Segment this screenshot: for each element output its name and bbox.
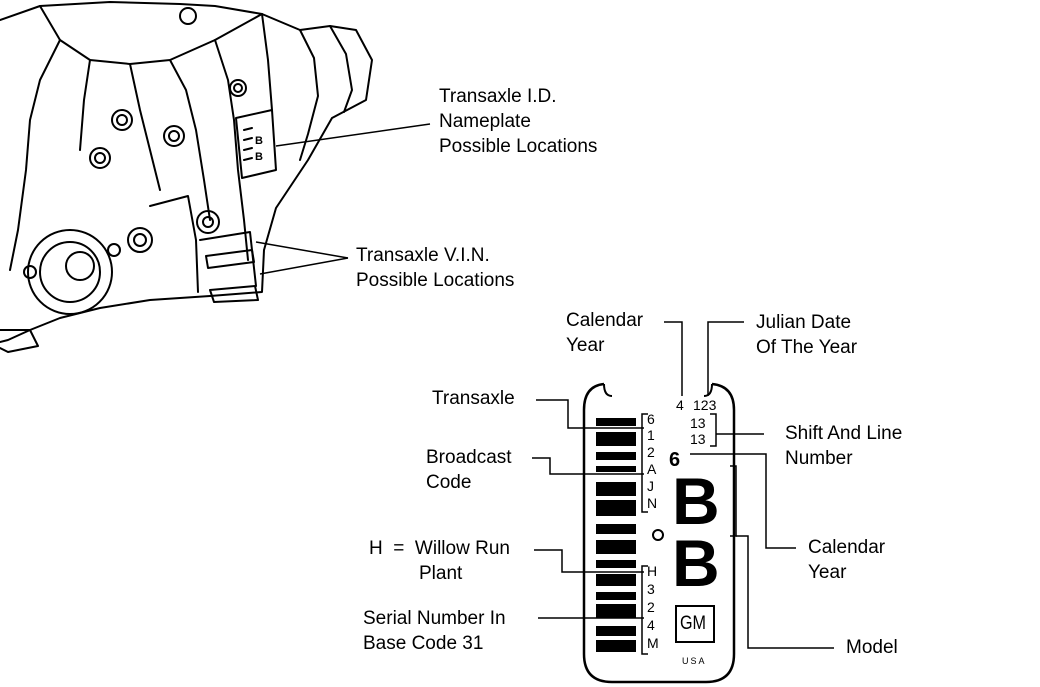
tag-serial-char-3: 4: [647, 617, 655, 633]
svg-text:B: B: [255, 135, 263, 147]
nameplate-callout: Transaxle I.D. Nameplate Possible Locati…: [439, 84, 597, 159]
broadcast-line-1: Broadcast: [426, 447, 512, 468]
serial-line-1: Serial Number In: [363, 608, 506, 629]
tag-line-number: 13: [690, 431, 706, 447]
tag-left-char-5: N: [647, 495, 658, 511]
transaxle-callout: Transaxle: [432, 386, 515, 411]
julian-date-callout: Julian Date Of The Year: [756, 310, 857, 360]
tag-left-char-3: A: [647, 461, 657, 477]
plant-line-2: Plant: [419, 563, 463, 584]
tag-left-char-1: 1: [647, 427, 655, 443]
svg-text:B: B: [255, 151, 263, 163]
tag-model-letter-1: B: [672, 464, 720, 538]
tag-serial-char-4: M: [647, 635, 659, 651]
tag-hole: [652, 529, 664, 541]
tag-year-digit: 4: [676, 397, 684, 413]
gm-logo: GM: [680, 613, 707, 634]
calendar-year-right-line-2: Year: [808, 562, 847, 583]
calendar-year-top-callout: Calendar Year: [566, 308, 643, 358]
tag-serial-char-2: 2: [647, 599, 655, 615]
tag-country: USA: [682, 656, 707, 666]
julian-date-line-1: Julian Date: [756, 312, 852, 333]
model-callout: Model: [846, 635, 898, 660]
tag-serial-char-0: H: [647, 563, 658, 579]
shift-line-callout: Shift And Line Number: [785, 421, 902, 471]
calendar-year-right-line-1: Calendar: [808, 537, 886, 558]
vin-line-1: Transaxle V.I.N.: [356, 245, 490, 266]
nameplate-line-2: Nameplate: [439, 111, 531, 132]
nameplate-line-1: Transaxle I.D.: [439, 86, 557, 107]
plant-line-1: H = Willow Run: [369, 538, 510, 559]
serial-line-2: Base Code 31: [363, 633, 484, 654]
tag-julian-date: 123: [693, 397, 717, 413]
nameplate-line-3: Possible Locations: [439, 136, 598, 157]
shift-line-line-2: Number: [785, 448, 853, 469]
id-tag-outline: [582, 382, 736, 684]
tag-left-char-0: 6: [647, 411, 655, 427]
tag-left-char-2: 2: [647, 444, 655, 460]
vin-line-2: Possible Locations: [356, 270, 515, 291]
plant-callout: H = Willow Run Plant: [369, 536, 510, 586]
calendar-year-right-callout: Calendar Year: [808, 535, 885, 585]
broadcast-callout: Broadcast Code: [426, 445, 512, 495]
transaxle-line-1: Transaxle: [432, 388, 515, 409]
model-line-1: Model: [846, 637, 898, 658]
shift-line-line-1: Shift And Line: [785, 423, 903, 444]
julian-date-line-2: Of The Year: [756, 337, 858, 358]
vin-callout: Transaxle V.I.N. Possible Locations: [356, 243, 514, 293]
broadcast-line-2: Code: [426, 472, 472, 493]
tag-serial-char-1: 3: [647, 581, 655, 597]
calendar-year-top-line-2: Year: [566, 335, 605, 356]
gm-logo-box: [675, 605, 715, 643]
tag-left-char-4: J: [647, 478, 654, 494]
serial-callout: Serial Number In Base Code 31: [363, 606, 506, 656]
tag-year-big: 6: [669, 449, 681, 471]
calendar-year-top-line-1: Calendar: [566, 310, 644, 331]
tag-shift-number: 13: [690, 415, 706, 431]
tag-model-letter-2: B: [672, 526, 720, 600]
